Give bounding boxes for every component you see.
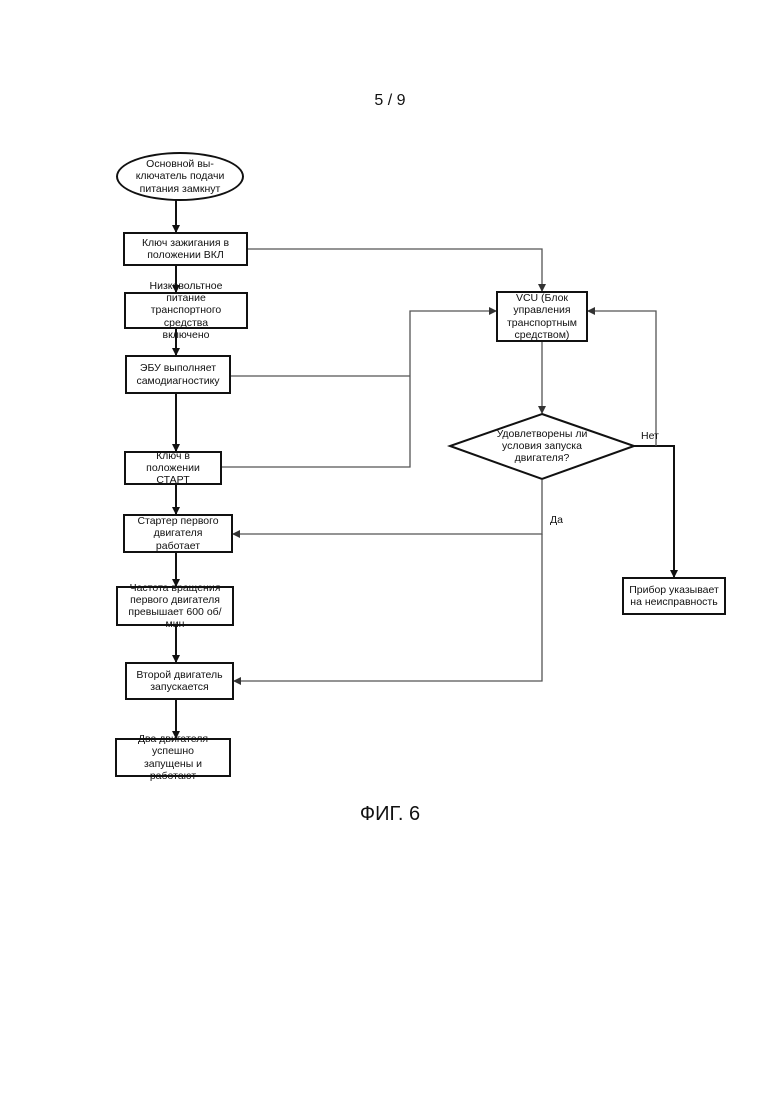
ignition-on-box: Ключ зажигания в положении ВКЛ bbox=[123, 232, 248, 266]
starter-box: Стартер первого двигателя работает bbox=[123, 514, 233, 553]
arrow-yes-to-starter bbox=[233, 480, 542, 534]
start-terminator: Основной вы- ключатель подачи питания за… bbox=[116, 152, 244, 201]
ecu-diagnostics-box: ЭБУ выполняет самодиагностику bbox=[125, 355, 231, 394]
fault-indicator-box: Прибор указывает на неисправность bbox=[622, 577, 726, 615]
vcu-box: VCU (Блок управления транспортным средст… bbox=[496, 291, 588, 342]
arrow-ignition-to-vcu bbox=[248, 249, 542, 291]
branch-yes-label: Да bbox=[550, 514, 563, 526]
rpm-box: Частота вращения первого двигателя превы… bbox=[116, 586, 234, 626]
second-engine-box: Второй двигатель запускается bbox=[125, 662, 234, 700]
both-running-box: Два двигателя успешно запущены и работаю… bbox=[115, 738, 231, 777]
key-start-box: Ключ в положении СТАРТ bbox=[124, 451, 222, 485]
low-voltage-box: Низковольтное питание транспортного сред… bbox=[124, 292, 248, 329]
branch-no-label: Нет bbox=[641, 430, 659, 442]
figure-caption: ФИГ. 6 bbox=[0, 803, 780, 826]
arrow-no-to-fault bbox=[634, 446, 674, 577]
arrow-yes-to-second-engine bbox=[234, 534, 542, 681]
decision-label: Удовлетворены ли условия запуска двигате… bbox=[478, 424, 606, 468]
